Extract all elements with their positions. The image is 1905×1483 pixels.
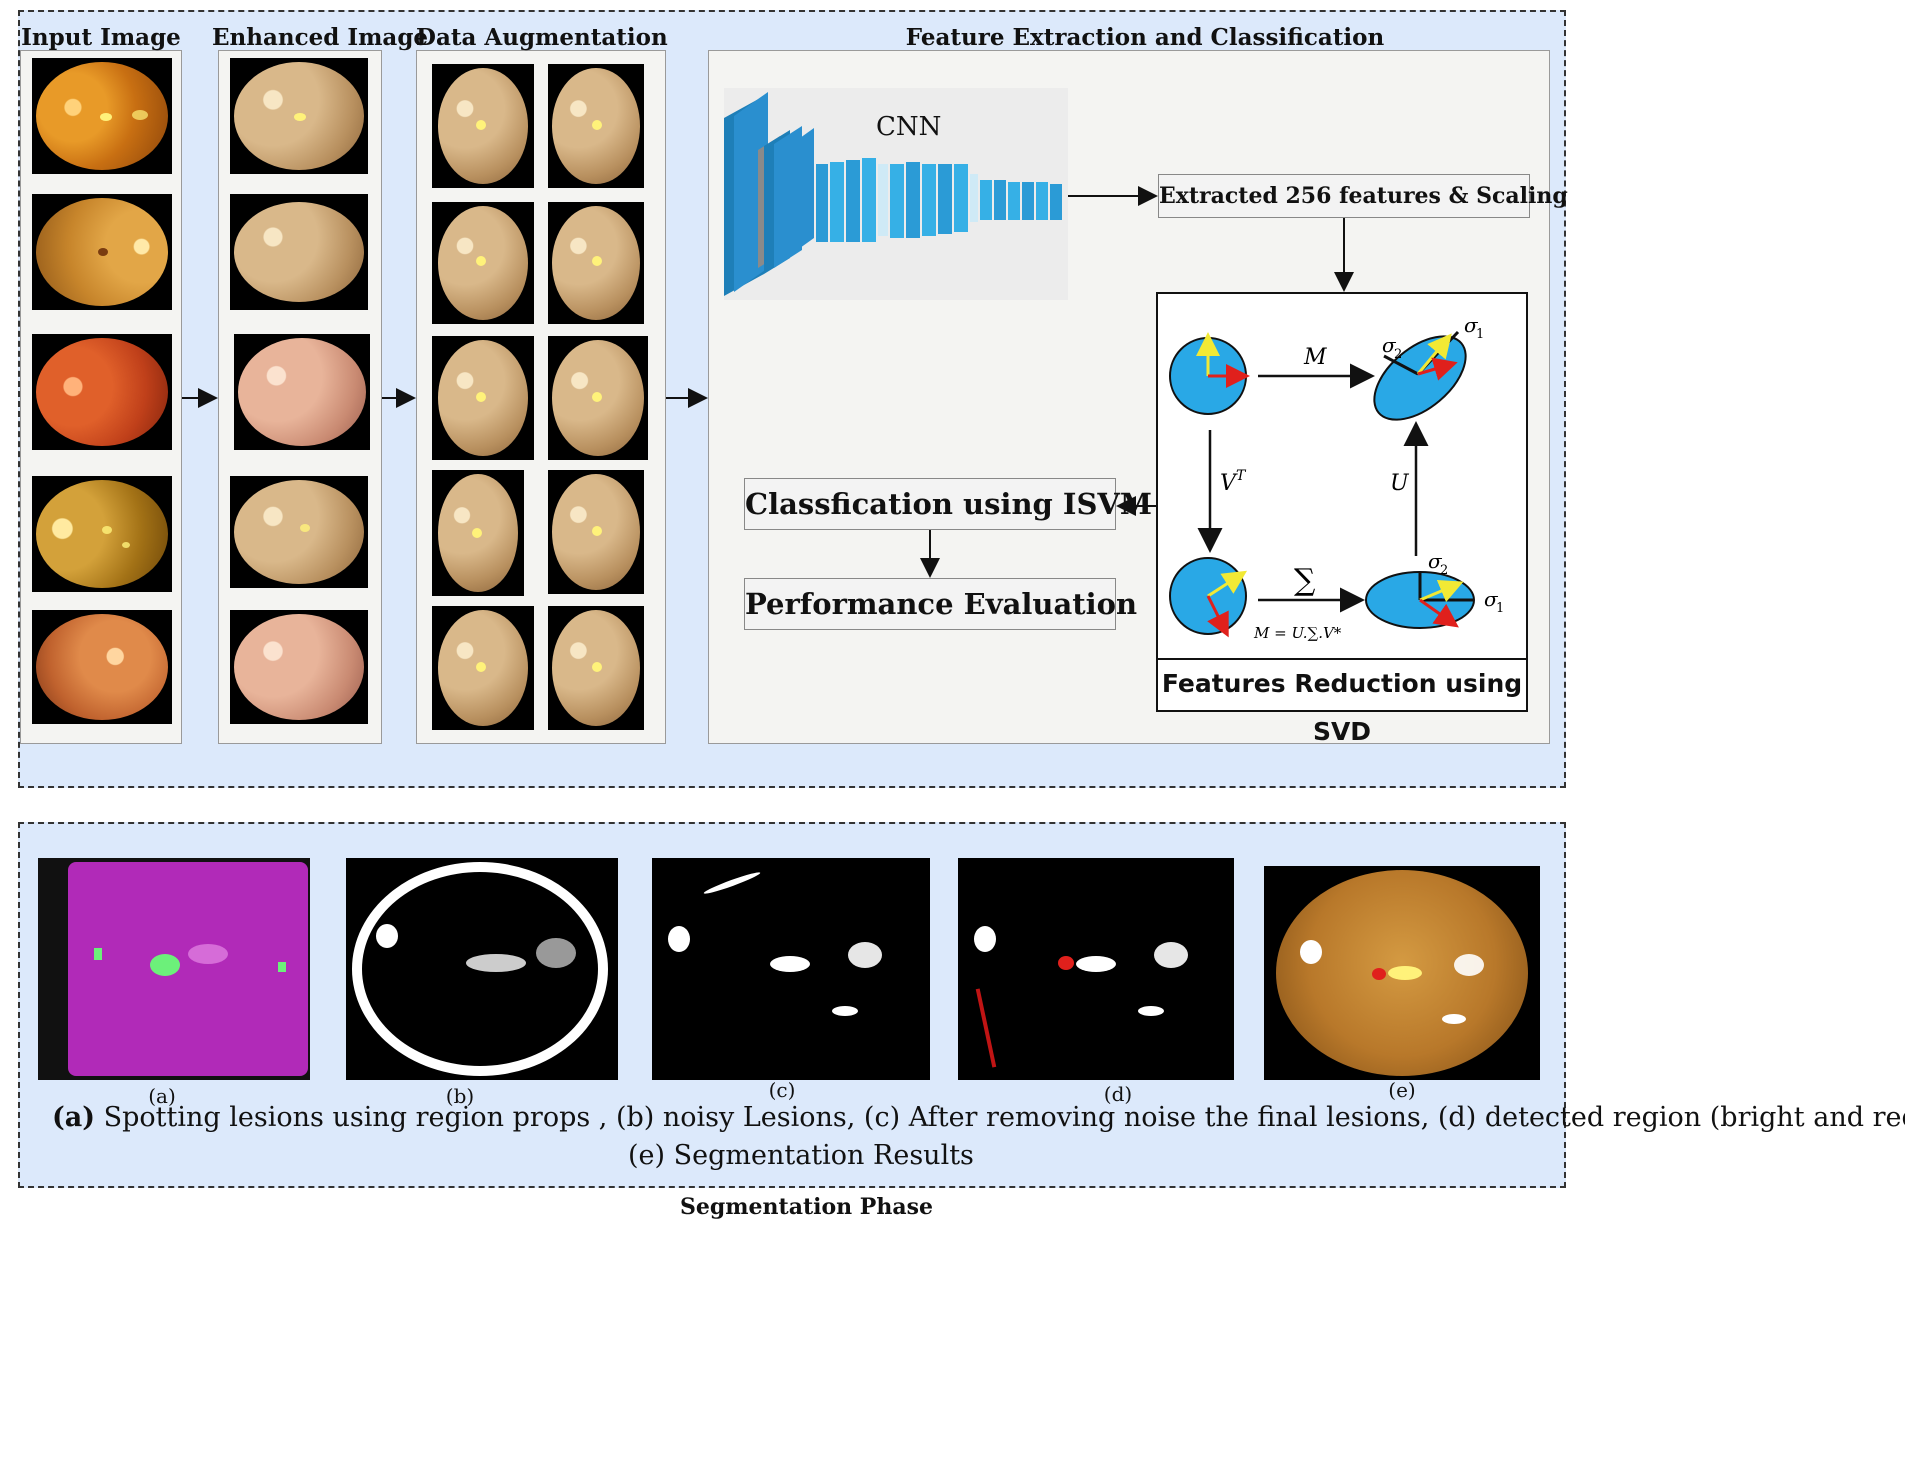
augmented-image-3 <box>432 202 534 324</box>
augmented-image-1 <box>432 64 534 188</box>
svd-diagram: M V T U ∑ σ 2 σ 1 σ 2 σ 1 M = U.∑.V* <box>1169 313 1504 642</box>
svd-sigma2-top: σ <box>1382 333 1397 357</box>
label-c: (c) <box>768 1078 796 1102</box>
performance-evaluation-box: Performance Evaluation <box>744 578 1137 630</box>
cnn-diagram <box>724 88 1068 300</box>
augmented-image-9 <box>432 606 534 730</box>
data-augmentation-header: Data Augmentation <box>416 24 668 51</box>
svd-sigma1-top-sub: 1 <box>1476 327 1484 342</box>
enhanced-fundus-1 <box>230 58 368 174</box>
svd-sigma-label: ∑ <box>1294 563 1316 598</box>
augmented-image-2 <box>548 64 644 188</box>
augmented-image-5 <box>432 336 534 460</box>
svd-sigma1-top: σ <box>1464 313 1479 337</box>
input-fundus-4 <box>32 476 172 592</box>
label-d: (d) <box>1103 1082 1133 1106</box>
performance-evaluation-label: Performance Evaluation <box>745 587 1138 621</box>
svd-sigma2-bottom-sub: 2 <box>1440 563 1448 578</box>
augmented-image-10 <box>548 606 644 730</box>
svd-sigma1-bottom: σ <box>1484 587 1499 611</box>
classification-label: Classfication using ISVM <box>745 487 1153 521</box>
label-a: (a) <box>148 1084 176 1108</box>
caption-bold-a: (a) <box>52 1102 96 1133</box>
input-fundus-5 <box>32 610 172 724</box>
augmented-image-7 <box>432 470 524 596</box>
input-fundus-1 <box>32 58 172 174</box>
segmentation-caption-line-2: (e) Segmentation Results <box>628 1140 974 1171</box>
segmentation-image-e <box>1264 866 1540 1080</box>
segmentation-image-c <box>652 858 930 1080</box>
augmented-image-6 <box>548 336 648 460</box>
input-fundus-2 <box>32 194 172 310</box>
svd-vt-sup: T <box>1236 468 1247 484</box>
cnn-layers-graphic <box>724 92 1062 296</box>
feature-extraction-header: Feature Extraction and Classification <box>905 24 1385 51</box>
label-e: (e) <box>1388 1078 1416 1102</box>
input-fundus-3 <box>32 334 172 450</box>
segmentation-image-b <box>346 858 618 1080</box>
cnn-label: CNN <box>876 112 942 142</box>
enhanced-fundus-3 <box>234 334 370 450</box>
enhanced-fundus-4 <box>230 476 368 588</box>
svd-sigma2-top-sub: 2 <box>1394 347 1402 362</box>
segmentation-image-a <box>38 858 310 1080</box>
svd-sigma1-bottom-sub: 1 <box>1496 601 1504 616</box>
label-b: (b) <box>445 1084 475 1108</box>
svd-sigma2-bottom: σ <box>1428 549 1443 573</box>
enhanced-fundus-5 <box>230 610 368 724</box>
caption-text-1: Spotting lesions using region props , (b… <box>103 1102 1905 1133</box>
input-image-header: Input Image <box>21 24 181 51</box>
svd-vt-label: V <box>1220 471 1238 496</box>
flow-arrows <box>182 186 1354 578</box>
svd-label: Features Reduction using SVD <box>1158 658 1526 746</box>
classification-box: Classfication using ISVM <box>744 478 1152 530</box>
svd-box: M V T U ∑ σ 2 σ 1 σ 2 σ 1 M = U.∑.V* Fea… <box>1156 292 1528 746</box>
augmented-image-4 <box>548 202 644 324</box>
svd-u-label: U <box>1390 471 1410 496</box>
extracted-features-box: Extracted 256 features & Scaling <box>1158 174 1568 218</box>
svd-m-label: M <box>1303 345 1327 370</box>
augmented-image-8 <box>548 470 644 594</box>
enhanced-fundus-2 <box>230 194 368 310</box>
svd-equation: M = U.∑.V* <box>1253 624 1342 642</box>
segmentation-phase-title: Segmentation Phase <box>680 1194 933 1220</box>
extracted-features-label: Extracted 256 features & Scaling <box>1159 183 1568 209</box>
segmentation-caption-line-1: (a) Spotting lesions using region props … <box>52 1102 1905 1133</box>
segmentation-image-d <box>958 858 1234 1080</box>
